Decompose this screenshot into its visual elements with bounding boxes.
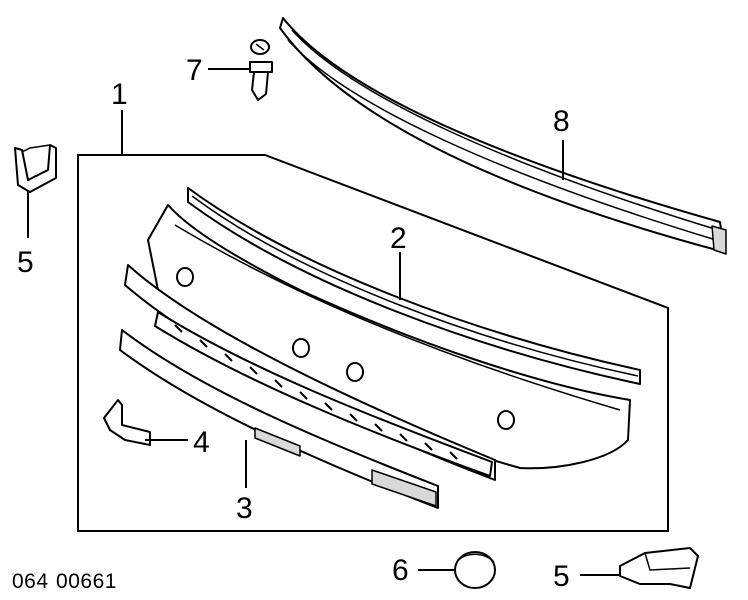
callout-5-right: 5 bbox=[553, 560, 570, 593]
vent-slots bbox=[174, 324, 458, 460]
assembly-outline bbox=[77, 154, 669, 532]
weatherstrip-part-8 bbox=[279, 17, 727, 255]
callout-4: 4 bbox=[193, 426, 210, 459]
callout-5-left: 5 bbox=[17, 246, 34, 279]
callout-2: 2 bbox=[390, 222, 407, 255]
foam-strip-part-3 bbox=[119, 329, 439, 509]
bracket-part-4 bbox=[103, 399, 151, 446]
callout-7: 7 bbox=[186, 54, 203, 87]
clip-part-5-right bbox=[619, 547, 699, 589]
callout-8: 8 bbox=[553, 105, 570, 138]
plug-part-6 bbox=[454, 551, 496, 589]
callout-6: 6 bbox=[392, 554, 409, 587]
mount-hole bbox=[176, 267, 194, 287]
part-code: 064 00661 bbox=[12, 570, 117, 593]
fastener-part-7 bbox=[249, 39, 273, 101]
clip-part-5-left bbox=[14, 144, 57, 193]
seal-part-2 bbox=[187, 187, 641, 385]
mount-hole bbox=[292, 338, 310, 358]
grille-panel bbox=[124, 264, 496, 481]
callout-1: 1 bbox=[111, 78, 128, 111]
mount-hole bbox=[346, 362, 364, 382]
mount-hole bbox=[497, 410, 515, 430]
cowl-panel bbox=[147, 204, 631, 470]
callout-3: 3 bbox=[236, 492, 253, 525]
